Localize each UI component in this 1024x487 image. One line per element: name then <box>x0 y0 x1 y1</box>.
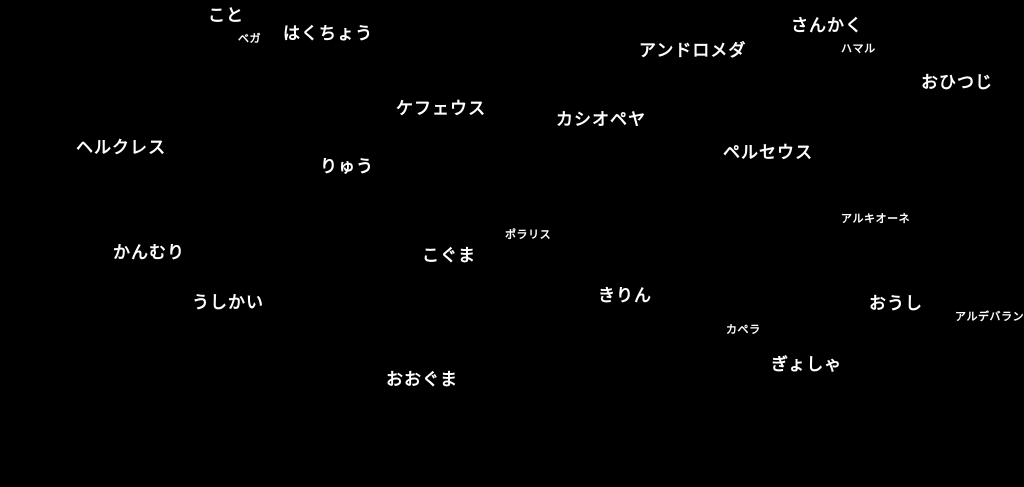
constellation-name-label[interactable]: ケフェウス <box>396 99 487 119</box>
star-name-label[interactable]: アルデバラン <box>955 310 1024 323</box>
star-name-label[interactable]: ベガ <box>238 32 262 45</box>
constellation-name-label[interactable]: りゅう <box>320 157 375 177</box>
constellation-name-label[interactable]: はくちょう <box>283 24 374 44</box>
star-name-label[interactable]: アルキオーネ <box>841 212 911 225</box>
constellation-name-label[interactable]: カシオペヤ <box>556 110 647 130</box>
star-name-label[interactable]: カペラ <box>726 323 761 336</box>
constellation-name-label[interactable]: おうし <box>869 294 924 314</box>
constellation-name-label[interactable]: さんかく <box>791 16 864 36</box>
star-name-label[interactable]: ポラリス <box>505 228 552 241</box>
constellation-name-label[interactable]: うしかい <box>192 293 265 313</box>
constellation-name-label[interactable]: こぐま <box>422 246 477 266</box>
star-name-label[interactable]: ハマル <box>841 42 876 55</box>
constellation-name-label[interactable]: ヘルクレス <box>76 138 167 158</box>
constellation-name-label[interactable]: おひつじ <box>921 73 994 93</box>
constellation-name-label[interactable]: こと <box>208 6 245 26</box>
constellation-name-label[interactable]: ぎょしゃ <box>771 355 843 375</box>
constellation-name-label[interactable]: きりん <box>598 286 653 306</box>
constellation-name-label[interactable]: ペルセウス <box>723 143 814 163</box>
constellation-name-label[interactable]: かんむり <box>113 243 186 263</box>
constellation-name-label[interactable]: おおぐま <box>386 370 459 390</box>
constellation-name-label[interactable]: アンドロメダ <box>639 41 747 61</box>
